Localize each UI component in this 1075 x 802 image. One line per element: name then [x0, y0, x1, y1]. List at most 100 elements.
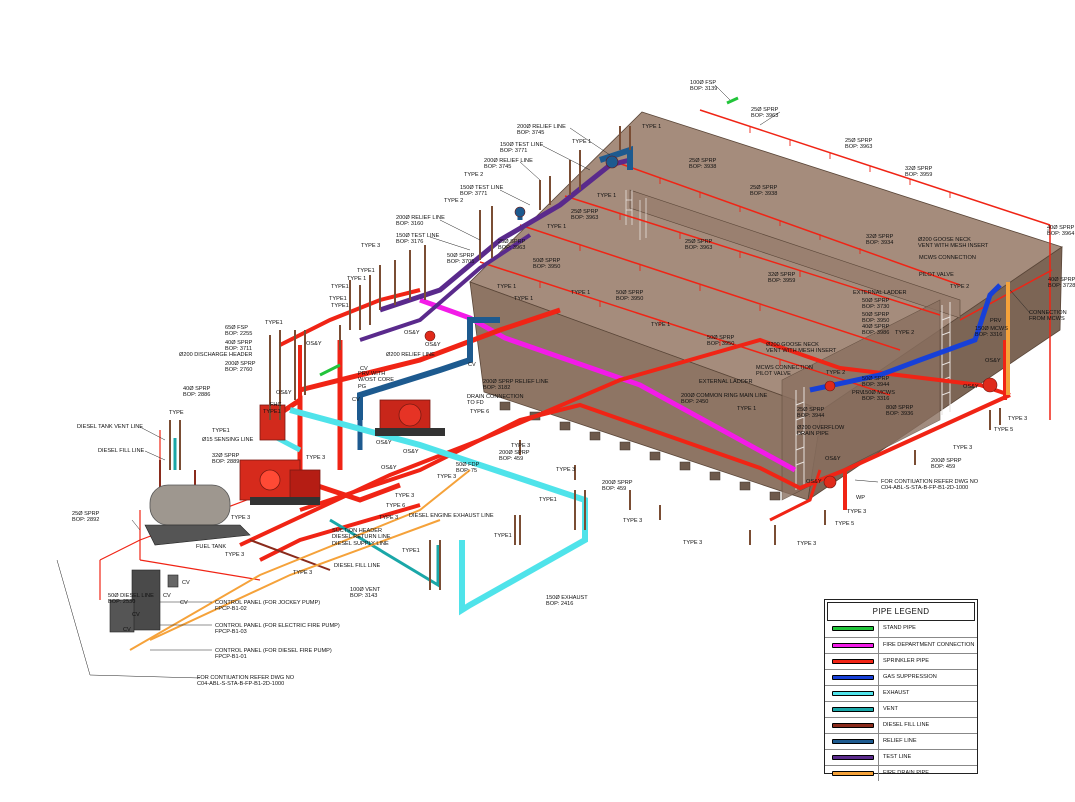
legend-separator — [878, 621, 879, 637]
annotation-label: TYPE 1 — [597, 193, 617, 199]
annotation-label: 150Ø MCWS BOP: 3316 — [975, 326, 1008, 339]
annotation-label: TYPE 3 — [847, 509, 867, 515]
pipe-legend-rows: STAND PIPE FIRE DEPARTMENT CONNECTION SPRI… — [825, 621, 977, 781]
annotation-label: Ø200 DISCHARGE HEADER — [179, 352, 253, 358]
legend-label: DIESEL FILL LINE — [883, 722, 930, 728]
annotation-label: TYPE 3 — [511, 443, 531, 449]
annotation-label: 65Ø FSP BOP: 2255 — [225, 325, 253, 338]
legend-separator — [878, 702, 879, 717]
legend-swatch — [832, 739, 874, 744]
annotation-label: OS&Y — [404, 330, 420, 336]
legend-row: EXHAUST — [825, 685, 977, 701]
annotation-label: TYPE 3 — [293, 570, 313, 576]
annotation-label: TYPE — [169, 410, 184, 416]
annotation-label: CONTROL PANEL (FOR DIESEL FIRE PUMP) FPC… — [215, 648, 332, 661]
annotation-label: 50Ø SPRP BOP: 3950 — [616, 290, 644, 303]
annotation-label: TYPE 3 — [306, 455, 326, 461]
sprinkler-drops — [539, 127, 951, 366]
annotation-label: SUCTION HEADER DIESEL RETURN LINE DIESEL… — [332, 528, 391, 547]
legend-label: FIRE DRAIN PIPE — [883, 770, 930, 776]
annotation-label: CV — [468, 362, 476, 368]
legend-label: SPRINKLER PIPE — [883, 658, 930, 664]
annotation-label: CONTROL PANEL (FOR JOCKEY PUMP) FPCP-B1-… — [215, 600, 321, 613]
annotation-label: OS&Y — [376, 440, 392, 446]
annotation-label: TYPE1 — [494, 533, 512, 539]
annotation-label: PRV — [852, 390, 864, 396]
annotation-label: 80Ø SPRP BOP: 3936 — [886, 405, 914, 418]
fire-drain-pipe — [129, 469, 471, 651]
annotation-label: 50Ø SPRP BOP: 3730 — [862, 298, 890, 311]
legend-swatch — [832, 723, 874, 728]
annotation-label: OS&Y — [425, 342, 441, 348]
annotation-label: TYPE 6 — [470, 409, 490, 415]
pipe-supports — [169, 126, 1001, 590]
legend-row: STAND PIPE — [825, 621, 977, 637]
annotation-label: TYPE 5 — [835, 521, 855, 527]
legend-swatch — [832, 755, 874, 760]
annotation-label: TYPE1 — [357, 268, 375, 274]
legend-row: GAS SUPPRESSION — [825, 669, 977, 685]
vent-line — [173, 438, 440, 588]
annotation-label: DIESEL FILL LINE — [334, 563, 381, 569]
annotation-label: CV — [132, 612, 140, 618]
legend-label: RELIEF LINE — [883, 738, 917, 744]
legend-separator — [878, 686, 879, 701]
annotation-label: CV — [352, 397, 360, 403]
annotation-label: EXTERNAL LADDER — [699, 379, 753, 385]
annotation-label: DRAIN CONNECTION TO FD — [467, 394, 524, 407]
annotation-label: OS&Y — [403, 449, 419, 455]
annotation-label: 200Ø RELIEF LINE BOP: 3745 — [484, 158, 533, 171]
annotation-label: PRV WITH W/OST CORE PG — [358, 371, 394, 390]
annotation-label: TYPE 2 — [950, 284, 970, 290]
annotation-label: 25Ø SPRP BOP: 3938 — [750, 185, 778, 198]
annotation-label: CV — [360, 366, 368, 372]
annotation-label: 50Ø SPRP BOP: 3950 — [707, 335, 735, 348]
legend-separator — [878, 734, 879, 749]
annotation-label: TYPE1 — [402, 548, 420, 554]
annotation-label: 50Ø SPRP BOP: 3950 — [533, 258, 561, 271]
legend-label: GAS SUPPRESSION — [883, 674, 937, 680]
annotation-label: 25Ø SPRP BOP: 2892 — [72, 511, 100, 524]
annotation-label: 40Ø SPRP BOP: 3728 — [1048, 277, 1075, 290]
annotation-label: TYPE 1 — [571, 290, 591, 296]
annotation-label: OS&Y — [806, 479, 822, 485]
annotation-label: DIESEL FILL LINE — [98, 448, 145, 454]
annotation-label: TYPE 1 — [547, 224, 567, 230]
annotation-label: 25Ø SPRP BOP: 3963 — [751, 107, 779, 120]
annotation-label: CV — [163, 593, 171, 599]
annotation-label: Ø200 GOOSE NECK VENT WITH MESH INSERT — [918, 237, 989, 250]
annotation-label: 200Ø SPRP BOP: 459 — [602, 480, 633, 493]
legend-swatch — [832, 771, 874, 776]
legend-row: DIESEL FILL LINE — [825, 717, 977, 733]
legend-label: FIRE DEPARTMENT CONNECTION — [883, 642, 975, 648]
annotation-label: 100Ø FSP BOP: 3139 — [690, 80, 718, 93]
annotation-label: 25Ø SPRP BOP: 3963 — [571, 209, 599, 222]
control-panels — [109, 569, 179, 633]
annotation-label: OS&Y — [276, 390, 292, 396]
annotation-label: TYPE 6 — [386, 503, 406, 509]
annotation-label: Ø15 SENSING LINE — [202, 437, 254, 443]
annotation-label: WP — [856, 495, 866, 501]
annotation-label: 32Ø SPRP BOP: 3959 — [905, 166, 933, 179]
annotation-label: DIESEL TANK VENT LINE — [77, 424, 144, 430]
annotation-label: 25Ø SPRP BOP: 3963 — [685, 239, 713, 252]
annotation-label: Ø200 OVERFLOW DRAIN PIPE — [797, 425, 845, 438]
annotation-label: Ø200 RELIEF LINE — [386, 352, 435, 358]
annotation-label: TYPE 2 — [895, 330, 915, 336]
legend-swatch — [832, 626, 874, 631]
annotation-label: 200Ø COMMON RING MAIN LINE BOP: 2450 — [681, 393, 768, 406]
annotation-label: 150Ø TEST LINE BOP: 3176 — [396, 233, 440, 246]
annotation-label: 40Ø SPRP BOP: 3964 — [1047, 225, 1075, 238]
legend-label: EXHAUST — [883, 690, 910, 696]
legend-row: RELIEF LINE — [825, 733, 977, 749]
annotation-label: 200Ø RELIEF LINE BOP: 3160 — [396, 215, 445, 228]
annotation-label: TYPE1 — [329, 296, 347, 302]
gas-suppression-pipe — [809, 283, 1002, 393]
tank-inner-wall — [781, 299, 941, 501]
legend-swatch — [832, 675, 874, 680]
annotation-label: CV — [182, 580, 190, 586]
annotation-label: 25Ø SPRP BOP: 3963 — [845, 138, 873, 151]
annotation-label: 25Ø SPRP BOP: 3944 — [797, 407, 825, 420]
fuel-tank — [144, 484, 251, 546]
annotation-label: TYPE1 — [331, 303, 349, 309]
